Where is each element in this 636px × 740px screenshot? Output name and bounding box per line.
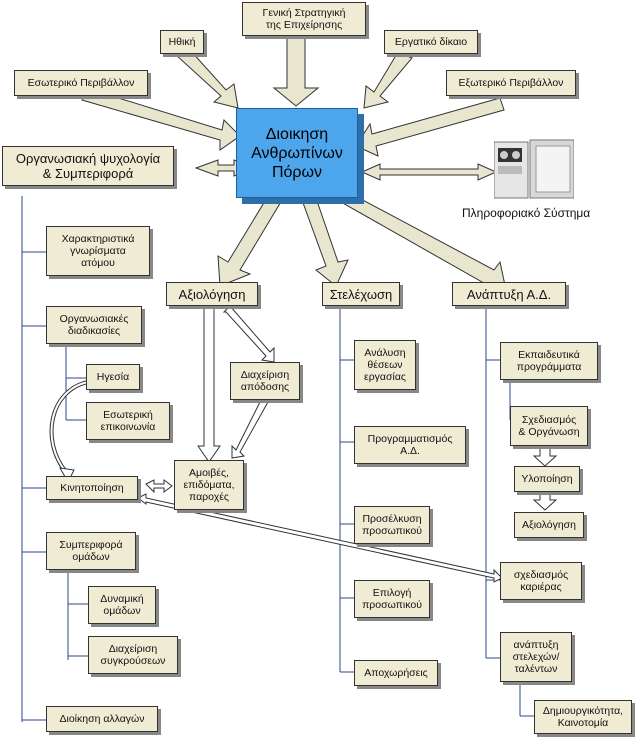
box-selection: Επιλογή προσωπικού — [354, 580, 430, 618]
arrow-external — [355, 97, 505, 157]
hrm-center-box: Διοικηση Ανθρωπίνων Πόρων — [236, 108, 358, 198]
arrow-perf-rewards — [231, 397, 269, 459]
box-rewards: Αμοιβές, επιδόματα, παροχές — [174, 460, 244, 510]
arrow-eval-down — [197, 305, 221, 463]
box-internal-communication: Εσωτερική επικοινωνία — [86, 402, 170, 440]
box-design-organization: Σχεδιασμός & Οργάνωση — [510, 406, 588, 446]
arrow-info-system — [360, 163, 498, 181]
arrow-evaluation — [217, 195, 283, 287]
box-evaluation: Αξιολόγηση — [166, 282, 258, 306]
box-personal-traits: Χαρακτηριστικά γνωρίσματα ατόμου — [46, 226, 150, 276]
server-icon — [493, 138, 575, 200]
box-staffing: Στελέχωση — [322, 282, 400, 306]
box-labor-law: Εργατικό δίκαιο — [384, 30, 478, 54]
box-external-environment: Εξωτερικό Περιβάλλον — [446, 70, 576, 96]
box-org-psychology: Οργανωσιακή ψυχολογία & Συμπεριφορά — [2, 146, 174, 186]
arrow-development — [333, 189, 507, 291]
box-change-management: Διοίκηση αλλαγών — [46, 706, 158, 732]
box-career-planning: σχεδιασμός καριέρας — [500, 562, 582, 600]
box-recruitment: Προσέλκυση προσωπικού — [354, 506, 430, 544]
box-group-dynamics: Δυναμική ομάδων — [88, 586, 156, 624]
box-training-programs: Εκπαιδευτικά προγράμματα — [500, 342, 598, 380]
box-job-analysis: Ανάλυση θέσεων εργασίας — [354, 340, 416, 390]
arrow-design-impl — [532, 447, 558, 467]
box-performance-management: Διαχείριση απόδοσης — [230, 362, 300, 400]
box-hr-planning: Προγραμματισμός Α.Δ. — [354, 426, 466, 464]
arrow-staffing — [301, 197, 349, 287]
box-general-strategy: Γενική Στρατηγική της Επιχείρησης — [242, 2, 366, 36]
box-motivation: Κινητοποίηση — [46, 476, 138, 500]
arrow-internal — [81, 87, 241, 151]
arrow-impl-eval — [532, 491, 558, 511]
box-talent-development: ανάπτυξη στελεχών/ ταλέντων — [500, 632, 572, 682]
arrow-labor-law — [363, 51, 413, 109]
box-development: Ανάπτυξη Α.Δ. — [452, 282, 566, 306]
box-org-processes: Οργανωσιακές διαδικασίες — [46, 306, 142, 344]
box-leadership: Ηγεσία — [86, 364, 140, 390]
box-conflict-management: Διαχείριση συγκρούσεων — [88, 636, 178, 674]
box-separations: Αποχωρήσεις — [354, 660, 438, 686]
arrow-eval-perf — [222, 305, 275, 363]
box-creativity-innovation: Δημιουργικότητα, Καινοτομία — [534, 700, 632, 734]
arrow-strategy — [272, 37, 320, 107]
box-internal-environment: Εσωτερικό Περιβάλλον — [14, 70, 148, 96]
box-ethics: Ηθική — [160, 30, 204, 54]
box-implementation: Υλοποίηση — [514, 466, 580, 492]
arrow-ethics — [175, 49, 239, 109]
box-dev-evaluation: Αξιολόγηση — [514, 512, 584, 538]
info-system-label: Πληροφοριακό Σύστημα — [462, 206, 591, 220]
arrow-motivation-rewards — [145, 479, 173, 494]
box-group-behavior: Συμπεριφορά ομάδων — [46, 532, 136, 570]
